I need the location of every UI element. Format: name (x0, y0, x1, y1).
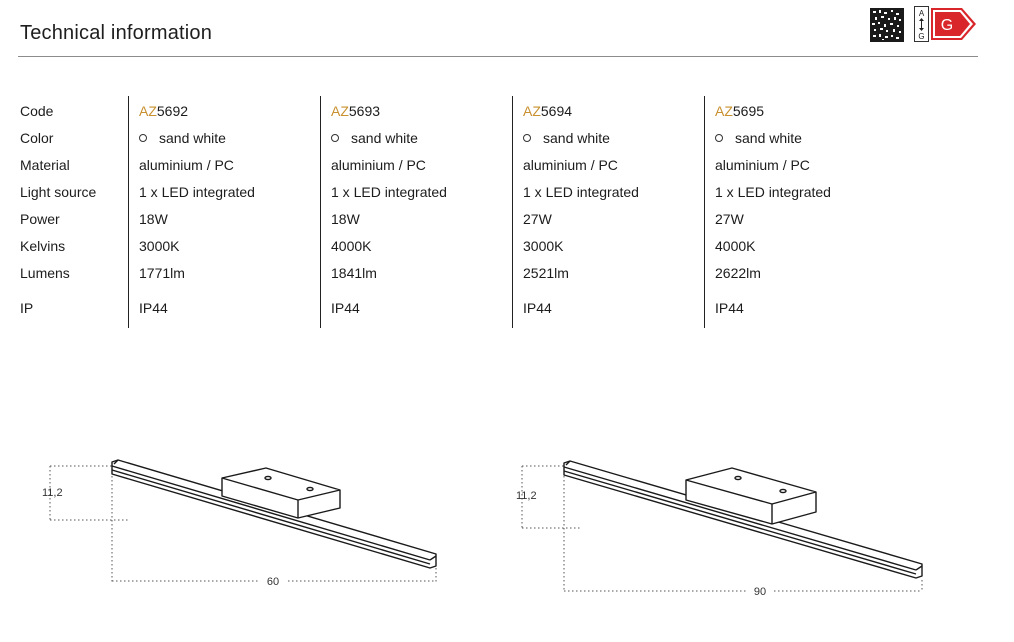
product-kelvins: 3000K (139, 238, 180, 254)
product-light-source: 1 x LED integrated (715, 184, 831, 200)
product-light-source: 1 x LED integrated (523, 184, 639, 200)
code-prefix: AZ (331, 103, 349, 119)
qr-code-icon (870, 8, 904, 42)
product-material: aluminium / PC (715, 157, 810, 173)
product-power: 18W (331, 211, 360, 227)
product-code: AZ5692 (139, 103, 188, 119)
product-color: sand white (715, 130, 802, 146)
product-code: AZ5694 (523, 103, 572, 119)
product-kelvins: 4000K (715, 238, 756, 254)
product-power: 18W (139, 211, 168, 227)
color-value: sand white (351, 130, 418, 146)
code-number: 5694 (540, 103, 573, 119)
product-column: AZ5694 sand white aluminium / PC 1 x LED… (512, 96, 703, 328)
product-drawing-60: 11,2 60 (42, 459, 437, 588)
height-label: 11,2 (42, 487, 63, 499)
energy-scale-top: A (919, 9, 925, 18)
label-color: Color (20, 130, 54, 146)
code-prefix: AZ (523, 103, 541, 119)
product-kelvins: 3000K (523, 238, 564, 254)
code-number: 5692 (156, 103, 189, 119)
product-code: AZ5693 (331, 103, 380, 119)
color-swatch-icon (331, 134, 339, 143)
product-ip: IP44 (331, 300, 360, 316)
product-kelvins: 4000K (331, 238, 372, 254)
product-column: AZ5693 sand white aluminium / PC 1 x LED… (320, 96, 511, 328)
label-lumens: Lumens (20, 265, 70, 281)
code-prefix: AZ (715, 103, 733, 119)
product-color: sand white (523, 130, 610, 146)
code-prefix: AZ (139, 103, 157, 119)
label-light-source: Light source (20, 184, 97, 200)
product-code: AZ5695 (715, 103, 764, 119)
color-value: sand white (543, 130, 610, 146)
product-power: 27W (523, 211, 552, 227)
energy-scale-bottom: G (918, 32, 924, 41)
width-label: 90 (754, 586, 766, 598)
color-swatch-icon (523, 134, 531, 143)
product-color: sand white (331, 130, 418, 146)
label-power: Power (20, 211, 60, 227)
label-code: Code (20, 103, 54, 119)
product-ip: IP44 (139, 300, 168, 316)
product-material: aluminium / PC (139, 157, 234, 173)
page-title: Technical information (20, 22, 213, 44)
color-swatch-icon (139, 134, 147, 143)
product-light-source: 1 x LED integrated (331, 184, 447, 200)
product-lumens: 1771lm (139, 265, 185, 281)
title-divider (18, 56, 978, 57)
product-material: aluminium / PC (331, 157, 426, 173)
color-value: sand white (735, 130, 802, 146)
width-label: 60 (267, 576, 279, 588)
product-drawing-90: 11,2 90 (516, 460, 923, 598)
label-ip: IP (20, 300, 34, 316)
color-value: sand white (159, 130, 226, 146)
product-light-source: 1 x LED integrated (139, 184, 255, 200)
color-swatch-icon (715, 134, 723, 143)
product-column: AZ5695 sand white aluminium / PC 1 x LED… (704, 96, 895, 328)
height-label: 11,2 (516, 490, 537, 502)
label-material: Material (20, 157, 70, 173)
product-lumens: 2521lm (523, 265, 569, 281)
product-column: AZ5692 sand white aluminium / PC 1 x LED… (128, 96, 319, 328)
label-kelvins: Kelvins (20, 238, 66, 254)
product-lumens: 1841lm (331, 265, 377, 281)
product-color: sand white (139, 130, 226, 146)
product-lumens: 2622lm (715, 265, 761, 281)
product-material: aluminium / PC (523, 157, 618, 173)
code-number: 5695 (732, 103, 765, 119)
product-power: 27W (715, 211, 744, 227)
product-ip: IP44 (523, 300, 552, 316)
product-ip: IP44 (715, 300, 744, 316)
energy-class: G (941, 17, 953, 34)
energy-label-icon: A G G (914, 6, 976, 42)
code-number: 5693 (348, 103, 381, 119)
